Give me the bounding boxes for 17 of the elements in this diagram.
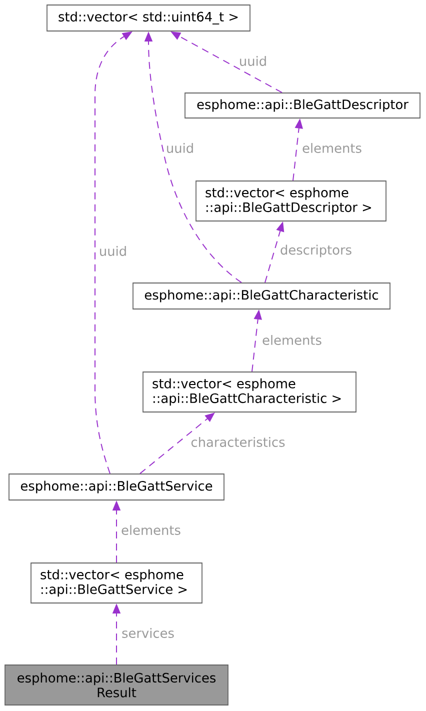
edge-label: descriptors: [279, 244, 353, 258]
class-box: esphome::api::BleGattServices Result: [4, 664, 228, 706]
class-box: std::vector< esphome ::api::BleGattService >: [30, 562, 202, 604]
edge-label: elements: [301, 142, 363, 154]
class-box: std::vector< esphome ::api::BleGattDescriptor >: [196, 180, 386, 222]
edge-label: uuid: [98, 245, 128, 257]
class-box: esphome::api::BleGattDescriptor: [184, 92, 420, 118]
edge-label: uuid: [238, 55, 268, 67]
edge-label: elements: [261, 334, 323, 346]
edge-label: elements: [120, 524, 182, 536]
class-box: std::vector< esphome ::api::BleGattCharacteristic >: [142, 372, 356, 412]
edge-label: characteristics: [190, 436, 286, 448]
class-box: esphome::api::BleGattService: [8, 474, 224, 500]
class-box: std::vector< std::uint64_t >: [46, 4, 250, 32]
class-box: esphome::api::BleGattCharacteristic: [132, 282, 390, 310]
edge-label: services: [120, 627, 176, 639]
edge-label: uuid: [164, 142, 196, 154]
